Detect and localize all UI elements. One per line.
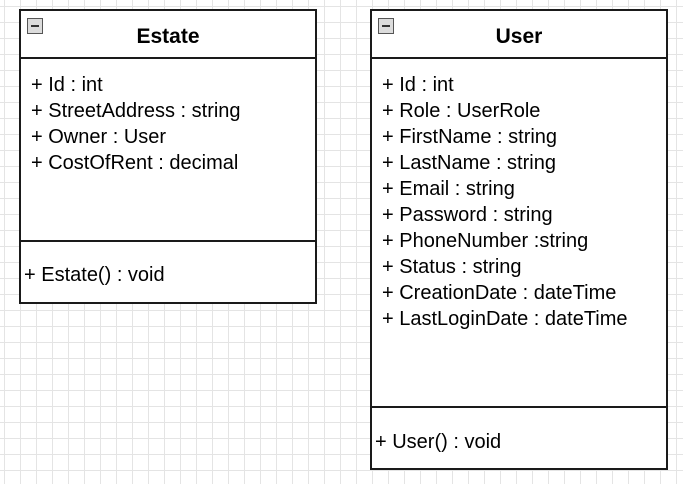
user-method-constructor[interactable]: + User() : void: [375, 431, 502, 453]
user-attribute-role[interactable]: + Role : UserRole: [382, 100, 541, 122]
estate-attribute-id[interactable]: + Id : int: [31, 74, 103, 96]
user-attribute-phone-number[interactable]: + PhoneNumber :string: [382, 230, 589, 252]
user-class-box[interactable]: User + Id : int + Role : UserRole + Firs…: [370, 9, 668, 470]
user-methods-divider: [372, 406, 666, 408]
user-class-header: User: [372, 11, 666, 59]
estate-method-constructor[interactable]: + Estate() : void: [24, 264, 165, 286]
user-attribute-first-name[interactable]: + FirstName : string: [382, 126, 558, 148]
estate-class-name[interactable]: Estate: [136, 25, 200, 48]
user-attribute-creation-date[interactable]: + CreationDate : dateTime: [382, 282, 617, 304]
estate-attribute-street-address[interactable]: + StreetAddress : string: [31, 100, 241, 122]
collapse-toggle-icon[interactable]: [27, 18, 43, 34]
estate-class-header: Estate: [21, 11, 315, 59]
collapse-toggle-icon[interactable]: [378, 18, 394, 34]
user-attribute-last-login-date[interactable]: + LastLoginDate : dateTime: [382, 308, 628, 330]
estate-methods: + Estate() : void: [24, 262, 311, 288]
estate-class-box[interactable]: Estate + Id : int + StreetAddress : stri…: [19, 9, 317, 304]
user-class-name[interactable]: User: [495, 25, 543, 48]
user-methods: + User() : void: [375, 429, 662, 455]
estate-attributes: + Id : int + StreetAddress : string + Ow…: [31, 72, 311, 176]
user-attribute-email[interactable]: + Email : string: [382, 178, 515, 200]
user-attributes: + Id : int + Role : UserRole + FirstName…: [382, 72, 662, 332]
estate-attribute-owner[interactable]: + Owner : User: [31, 126, 167, 148]
user-attribute-password[interactable]: + Password : string: [382, 204, 553, 226]
estate-attribute-cost-of-rent[interactable]: + CostOfRent : decimal: [31, 152, 239, 174]
estate-methods-divider: [21, 240, 315, 242]
user-attribute-last-name[interactable]: + LastName : string: [382, 152, 556, 174]
user-attribute-status[interactable]: + Status : string: [382, 256, 522, 278]
user-attribute-id[interactable]: + Id : int: [382, 74, 454, 96]
